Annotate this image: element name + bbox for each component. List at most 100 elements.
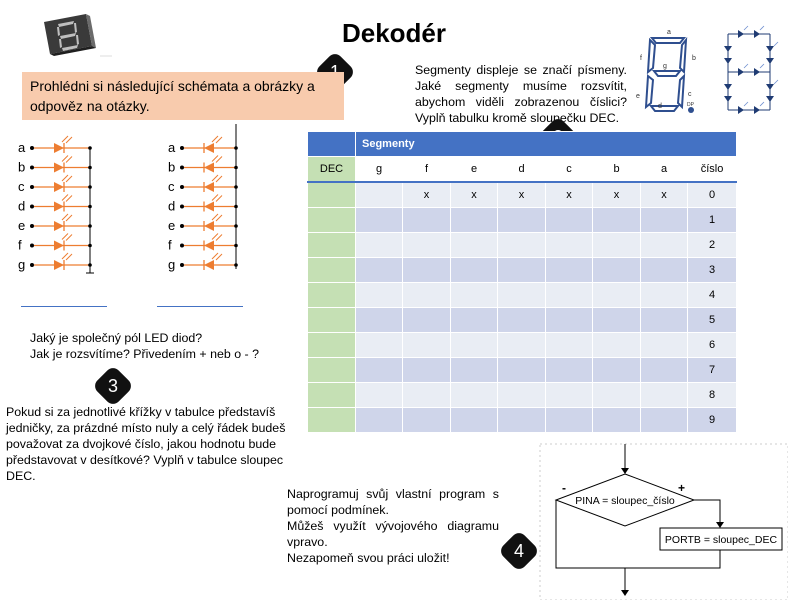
segment-cell[interactable]: [640, 332, 688, 358]
cislo-cell: 4: [686, 282, 738, 308]
segment-cell[interactable]: [355, 382, 403, 408]
table-header-cislo: číslo: [686, 156, 738, 183]
segment-cell[interactable]: [402, 307, 451, 333]
segment-cell[interactable]: x: [592, 181, 641, 208]
display-label-g: g: [663, 63, 667, 70]
answer-line-left[interactable]: [21, 306, 107, 307]
segment-cell[interactable]: [545, 332, 593, 358]
segment-cell[interactable]: [592, 282, 641, 308]
segment-cell[interactable]: [497, 357, 546, 383]
segment-cell[interactable]: [497, 407, 546, 433]
task-4-line-2: Můžeš využít vývojového diagramu vpravo.: [287, 519, 499, 549]
answer-line-right[interactable]: [157, 306, 243, 307]
segment-cell[interactable]: [592, 207, 641, 233]
segment-cell[interactable]: [402, 407, 451, 433]
segment-cell[interactable]: x: [640, 181, 688, 208]
segment-cell[interactable]: [592, 407, 641, 433]
segment-cell[interactable]: [450, 307, 498, 333]
segment-cell[interactable]: [592, 357, 641, 383]
segment-cell[interactable]: [355, 257, 403, 283]
dec-input-cell[interactable]: [307, 232, 356, 258]
segment-cell[interactable]: [497, 307, 546, 333]
segment-cell[interactable]: [545, 232, 593, 258]
segment-cell[interactable]: [497, 282, 546, 308]
segment-cell[interactable]: [450, 332, 498, 358]
flowchart-action: [659, 527, 783, 551]
segment-cell[interactable]: x: [402, 181, 451, 208]
dec-input-cell[interactable]: [307, 257, 356, 283]
segment-cell[interactable]: [355, 357, 403, 383]
led-label-b: b: [18, 160, 25, 175]
segment-cell[interactable]: [402, 382, 451, 408]
segment-cell[interactable]: [355, 307, 403, 333]
flowchart-plus: +: [678, 481, 685, 495]
segment-cell[interactable]: [640, 257, 688, 283]
segment-cell[interactable]: [545, 307, 593, 333]
segment-cell[interactable]: [402, 257, 451, 283]
segment-cell[interactable]: [640, 407, 688, 433]
display-label-b: b: [692, 55, 696, 62]
flowchart-decision: [554, 473, 696, 527]
segment-cell[interactable]: [497, 207, 546, 233]
segment-cell[interactable]: [450, 232, 498, 258]
segment-cell[interactable]: [497, 232, 546, 258]
segment-cell[interactable]: [355, 232, 403, 258]
led-label-d: d: [168, 199, 175, 214]
cislo-cell: 0: [686, 181, 738, 208]
led-label-e: e: [18, 218, 25, 233]
segment-cell[interactable]: [402, 207, 451, 233]
segment-cell[interactable]: [402, 332, 451, 358]
segment-cell[interactable]: [402, 232, 451, 258]
step-badge-4: 4: [497, 529, 541, 573]
segment-cell[interactable]: [355, 181, 403, 208]
segment-cell[interactable]: [545, 357, 593, 383]
segment-cell[interactable]: [545, 382, 593, 408]
segment-cell[interactable]: [640, 207, 688, 233]
segment-cell[interactable]: [355, 332, 403, 358]
dec-input-cell[interactable]: [307, 357, 356, 383]
dec-input-cell[interactable]: [307, 207, 356, 233]
table-header-dec: DEC: [307, 156, 356, 183]
segment-cell[interactable]: [402, 357, 451, 383]
segment-cell[interactable]: x: [497, 181, 546, 208]
segment-cell[interactable]: [640, 307, 688, 333]
display-label-f: f: [640, 55, 642, 62]
segment-cell[interactable]: [640, 232, 688, 258]
segment-cell[interactable]: [450, 257, 498, 283]
step-badge-3: 3: [91, 364, 135, 408]
dec-input-cell[interactable]: [307, 307, 356, 333]
table-header-e: e: [450, 156, 498, 183]
segment-cell[interactable]: [592, 382, 641, 408]
segment-cell[interactable]: [592, 332, 641, 358]
segment-cell[interactable]: [355, 282, 403, 308]
segment-cell[interactable]: [497, 257, 546, 283]
segment-cell[interactable]: [545, 282, 593, 308]
segment-cell[interactable]: [545, 207, 593, 233]
segment-cell[interactable]: [402, 282, 451, 308]
segment-cell[interactable]: [592, 257, 641, 283]
segment-cell[interactable]: [545, 257, 593, 283]
dec-input-cell[interactable]: [307, 332, 356, 358]
segment-cell[interactable]: [450, 282, 498, 308]
segment-cell[interactable]: [592, 232, 641, 258]
segment-cell[interactable]: [497, 382, 546, 408]
segment-cell[interactable]: [640, 357, 688, 383]
dec-input-cell[interactable]: [307, 282, 356, 308]
segment-cell[interactable]: x: [450, 181, 498, 208]
cislo-cell: 1: [686, 207, 738, 233]
segment-cell[interactable]: [450, 407, 498, 433]
dec-input-cell[interactable]: [307, 382, 356, 408]
segment-cell[interactable]: [450, 382, 498, 408]
segment-cell[interactable]: x: [545, 181, 593, 208]
dec-input-cell[interactable]: [307, 407, 356, 433]
segment-cell[interactable]: [640, 382, 688, 408]
segment-cell[interactable]: [450, 357, 498, 383]
segment-cell[interactable]: [545, 407, 593, 433]
segment-cell[interactable]: [355, 207, 403, 233]
segment-cell[interactable]: [450, 207, 498, 233]
segment-cell[interactable]: [497, 332, 546, 358]
dec-input-cell[interactable]: [307, 181, 356, 208]
segment-cell[interactable]: [592, 307, 641, 333]
segment-cell[interactable]: [355, 407, 403, 433]
segment-cell[interactable]: [640, 282, 688, 308]
